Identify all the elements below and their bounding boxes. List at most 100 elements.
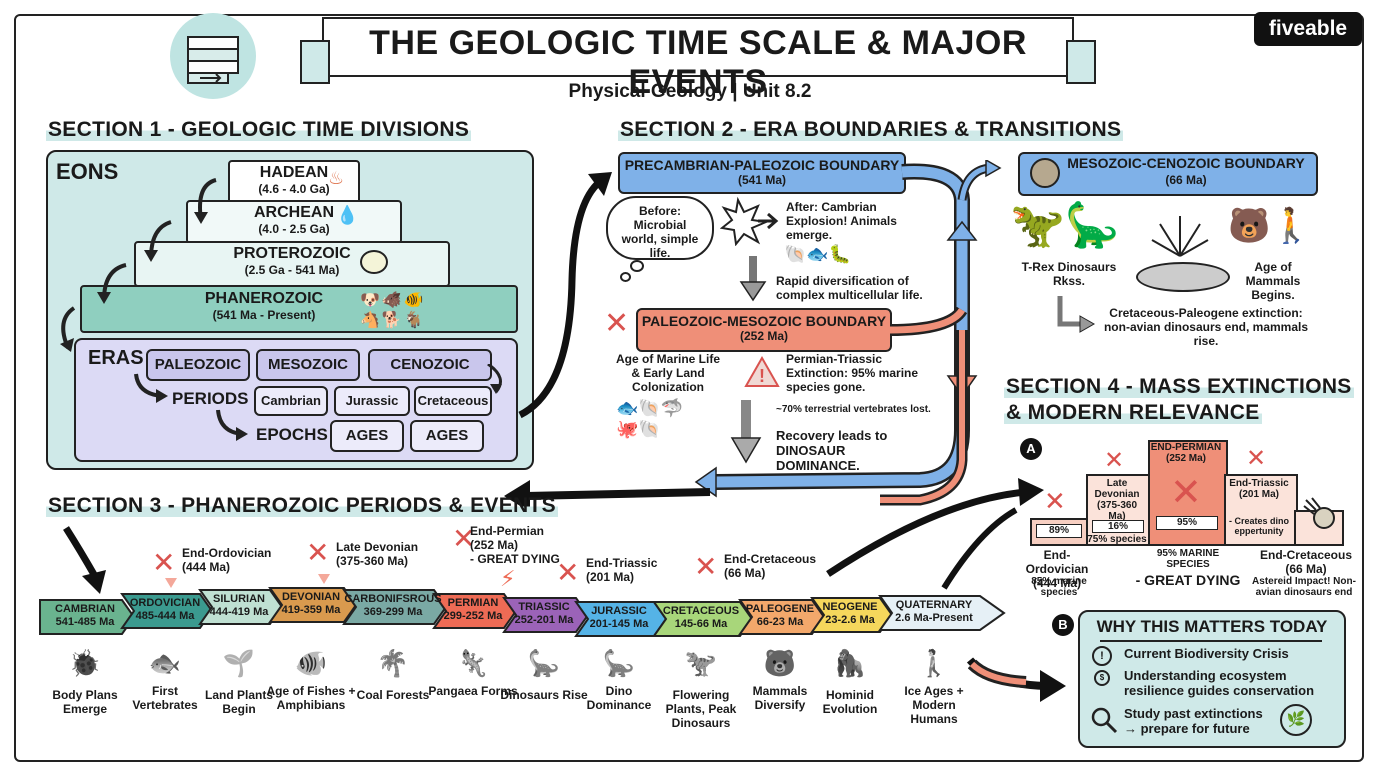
eon-steps-arrows bbox=[60, 178, 217, 352]
before-text: Before: Microbial world, simple life. bbox=[621, 204, 699, 260]
logo-badge bbox=[170, 13, 256, 99]
outer-frame bbox=[14, 14, 1364, 762]
pm-red-x: ✕ bbox=[604, 307, 630, 340]
pm-boundary-title: PALEOZOIC-MESOZOIC BOUNDARY bbox=[641, 313, 887, 329]
period-event-label: Dinosaurs Rise bbox=[500, 688, 588, 702]
podium-label-1: End-Ordovician (444 Ma) bbox=[1025, 548, 1089, 590]
before-cloud: Before: Microbial world, simple life. bbox=[606, 196, 714, 260]
kpg-text: Cretaceous-Paleogene extinction: non-avi… bbox=[1103, 306, 1309, 348]
period-pill-cambrian: Cambrian bbox=[254, 386, 328, 416]
period-event-label: Pangaea Forms bbox=[428, 684, 518, 698]
period-event-icon: 🐞 bbox=[68, 648, 102, 678]
period-range: 485-444 Ma bbox=[135, 610, 195, 622]
period-event-label: Body Plans Emerge bbox=[52, 688, 118, 716]
eon-range: (4.6 - 4.0 Ga) bbox=[258, 182, 330, 196]
section2-heading: SECTION 2 - ERA BOUNDARIES & TRANSITIONS bbox=[618, 118, 1124, 142]
period-name: CARBONIFSROUS bbox=[344, 593, 442, 605]
brand-logo: fiveable bbox=[1268, 17, 1348, 40]
podium-bar-2: 16% bbox=[1092, 520, 1144, 533]
extinction-label: End-Triassic bbox=[586, 556, 658, 570]
period-range: 201-145 Ma bbox=[589, 618, 649, 630]
periods-label: PERIODS bbox=[172, 389, 249, 408]
podium-note-5: Astereid Impact! Non-avian dinosaurs end bbox=[1252, 576, 1356, 598]
period-event-icon: 🦍 bbox=[833, 648, 867, 678]
meteor-icon-2 bbox=[1303, 497, 1335, 529]
why-item-3: Study past extinctions → prepare for fut… bbox=[1124, 706, 1263, 736]
water-drops-icon: 💧 bbox=[336, 205, 359, 225]
pc-boundary-title: PRECAMBRIAN-PALEOZOIC BOUNDARY bbox=[624, 157, 900, 173]
period-event-icon: 🦕 bbox=[602, 648, 636, 678]
period-pill-cretaceous: Cretaceous bbox=[414, 386, 492, 416]
period-name: CRETACEOUS bbox=[662, 605, 740, 617]
mc-boundary-date: (66 Ma) bbox=[1165, 173, 1207, 187]
eon-phanerozoic: PHANEROZOIC (541 Ma - Present) bbox=[80, 285, 518, 333]
period-event-label: Hominid Evolution bbox=[822, 688, 878, 716]
banner-ribbon-left bbox=[300, 40, 330, 84]
money-icon: $ bbox=[1094, 670, 1110, 686]
section1-heading: SECTION 1 - GEOLOGIC TIME DIVISIONS bbox=[46, 118, 472, 142]
period-event-label: Mammals Diversify bbox=[752, 684, 808, 712]
podium-bar-3: 95% bbox=[1156, 516, 1218, 530]
section4-heading: SECTION 4 - MASS EXTINCTIONS & MODERN RE… bbox=[1004, 374, 1354, 426]
recovery-text: Recovery leads to DINOSAUR DOMINANCE. bbox=[776, 428, 888, 473]
why-title: WHY THIS MATTERS TODAY bbox=[1096, 617, 1328, 636]
podium-x-4: ✕ bbox=[1246, 445, 1267, 472]
marker-a: A bbox=[1020, 438, 1042, 460]
timeline-segment-neogene bbox=[810, 597, 894, 633]
flame-icon: ♨ bbox=[328, 168, 345, 188]
podium-label-5: End-Cretaceous (66 Ma) bbox=[1259, 548, 1353, 576]
period-range: 299-252 Ma bbox=[443, 610, 503, 622]
period-event-label: Flowering Plants, Peak Dinosaurs bbox=[665, 688, 737, 730]
pm-boundary-date: (252 Ma) bbox=[739, 329, 789, 343]
mammals-text: Age of Mammals Begins. bbox=[1245, 260, 1301, 302]
svg-text:!: ! bbox=[759, 366, 765, 386]
meteor-icon bbox=[1030, 158, 1060, 188]
eons-label: EONS bbox=[56, 159, 119, 184]
podium-top-2: Late Devonian (375-360 Ma) bbox=[1094, 478, 1140, 522]
period-event-icon: 🦎 bbox=[456, 648, 490, 678]
period-name: DEVONIAN bbox=[281, 591, 341, 603]
marker-b: B bbox=[1052, 614, 1074, 636]
period-event-label: Coal Forests bbox=[356, 688, 430, 702]
extinction-tick bbox=[318, 574, 330, 584]
timeline-segment-cretaceous bbox=[652, 601, 754, 637]
period-range: 145-66 Ma bbox=[674, 618, 728, 630]
podium-top-4: End-Triassic (201 Ma) bbox=[1229, 478, 1289, 500]
why-item-2: Understanding ecosystem resilience guide… bbox=[1124, 668, 1315, 698]
eon-name: PROTEROZOIC bbox=[233, 245, 351, 262]
extinction-x-permian: ✕ bbox=[452, 523, 476, 554]
extinction-date: (444 Ma) bbox=[182, 560, 231, 574]
bar-value: 89% bbox=[1048, 525, 1069, 536]
down-arrow-gray bbox=[739, 256, 767, 302]
animals-silhouettes-icon: 🐶🐗🐠🐴🐕🐐 bbox=[360, 292, 426, 329]
extinction-cretaceous: End-Cretaceous (66 Ma) bbox=[724, 552, 816, 580]
timeline-segment-carbonifsrous bbox=[342, 589, 448, 625]
page-title: THE GEOLOGIC TIME SCALE & MAJOR EVENTS bbox=[369, 24, 1027, 101]
period-name: QUATERNARY bbox=[895, 599, 973, 611]
rock-layers-icon bbox=[187, 36, 239, 84]
extinction-x-ordovician: ✕ bbox=[152, 547, 176, 578]
eon-hadean: HADEAN (4.6 - 4.0 Ga) bbox=[228, 160, 360, 204]
permian-triassic-text: Permian-Triassic Extinction: 95% marine … bbox=[786, 352, 919, 394]
timeline-segment-ordovician bbox=[120, 593, 214, 629]
period-event-icon: 🚶 bbox=[917, 648, 951, 678]
brand-badge: fiveable bbox=[1254, 12, 1362, 46]
period-event-icon: 🐻 bbox=[763, 648, 797, 678]
period-pill-jurassic: Jurassic bbox=[334, 386, 410, 416]
period-name: CAMBRIAN bbox=[55, 603, 115, 615]
period-event-icon: 🐠 bbox=[294, 648, 328, 678]
eon-range: (541 Ma - Present) bbox=[212, 308, 316, 322]
period-range: 66-23 Ma bbox=[756, 616, 804, 628]
eon-range: (2.5 Ga - 541 Ma) bbox=[244, 263, 340, 277]
section4-title-line2: & MODERN RELEVANCE bbox=[1004, 401, 1262, 424]
eon-proterozoic: PROTEROZOIC (2.5 Ga - 541 Ma) bbox=[134, 241, 450, 287]
period-range: 419-359 Ma bbox=[281, 604, 341, 616]
warning-icon: ! bbox=[744, 356, 780, 387]
podium-x-2: ✕ bbox=[1104, 447, 1125, 474]
